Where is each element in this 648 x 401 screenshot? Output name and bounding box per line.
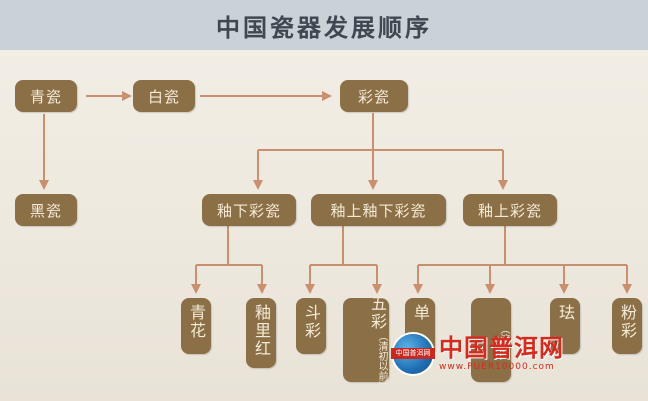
node-wucai-label: 五彩 xyxy=(368,295,387,331)
node-youshangyouxiacai: 釉上釉下彩瓷 xyxy=(311,194,446,226)
diagram-title: 中国瓷器发展顺序 xyxy=(216,12,432,42)
node-qinghua: 青花 xyxy=(181,298,211,354)
title-bar: 中国瓷器发展顺序 xyxy=(0,0,648,50)
watermark: 中国普洱网 中国普洱网 www.PUER10000.com xyxy=(391,330,603,378)
node-baici: 白瓷 xyxy=(133,80,195,112)
node-caici: 彩瓷 xyxy=(340,80,408,112)
node-heici: 黑瓷 xyxy=(15,194,77,226)
node-youxiacai: 釉下彩瓷 xyxy=(202,194,296,226)
watermark-logo-text: 中国普洱网 xyxy=(391,348,435,359)
node-fa: 珐 xyxy=(550,298,580,354)
watermark-main: 中国普洱网 xyxy=(439,334,564,362)
node-qing-partial-note: （清 xyxy=(498,324,509,344)
watermark-globe-icon: 中国普洱网 xyxy=(391,334,435,374)
node-youshangcai: 釉上彩瓷 xyxy=(463,194,557,226)
node-youlihong: 釉里红 xyxy=(246,298,276,368)
node-qingci: 青瓷 xyxy=(15,80,77,112)
watermark-text: 中国普洱网 www.PUER10000.com xyxy=(439,335,564,373)
node-doucai: 斗彩 xyxy=(296,298,326,354)
node-qing-partial: （清 下 xyxy=(471,298,511,382)
node-fencai: 粉彩 xyxy=(612,298,642,354)
node-wucai-note: （清初以前） xyxy=(376,331,387,391)
node-ye-partial-label: 下 xyxy=(490,344,509,362)
watermark-url: www.PUER10000.com xyxy=(439,362,555,372)
node-wucai: 五彩 （清初以前） xyxy=(343,295,389,391)
